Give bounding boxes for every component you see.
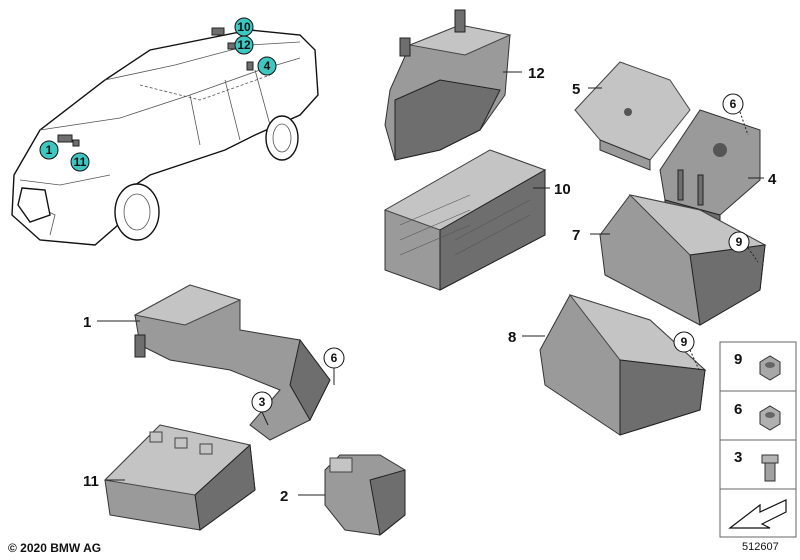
car-callout-11-text: 11 xyxy=(74,155,87,169)
label-7: 7 xyxy=(572,227,580,244)
part-7-holder[interactable] xyxy=(590,194,767,326)
callout-9-upper-text: 9 xyxy=(736,235,743,249)
part-11-module[interactable] xyxy=(103,424,256,531)
car-callout-4-text: 4 xyxy=(264,59,271,73)
car-callout-10-text: 10 xyxy=(237,20,251,34)
label-5: 5 xyxy=(572,81,580,98)
part-5-cover[interactable] xyxy=(574,61,691,171)
car-callout-1: 1 xyxy=(39,140,59,160)
callout-3-mid: 3 xyxy=(251,391,273,426)
copyright-text: © 2020 BMW AG xyxy=(8,541,102,555)
part-12-carrier[interactable] xyxy=(384,9,522,161)
label-2: 2 xyxy=(280,488,288,505)
car-callout-1-text: 1 xyxy=(46,143,53,157)
label-8: 8 xyxy=(508,329,516,346)
car-callout-12: 12 xyxy=(234,35,254,55)
label-11: 11 xyxy=(83,473,99,490)
label-10: 10 xyxy=(554,181,571,198)
label-1: 1 xyxy=(83,314,91,331)
part-2-cap[interactable] xyxy=(298,454,406,536)
callout-9-lower: 9 xyxy=(673,331,701,373)
callout-6-top-text: 6 xyxy=(730,97,737,111)
hardware-label-9: 9 xyxy=(734,351,742,368)
hardware-label-6: 6 xyxy=(734,401,742,418)
label-4: 4 xyxy=(768,171,777,188)
nut-9-icon xyxy=(759,355,781,381)
hardware-box: 9 6 3 xyxy=(719,341,797,538)
label-12: 12 xyxy=(528,65,545,82)
document-id: 512607 xyxy=(742,541,779,553)
hardware-label-3: 3 xyxy=(734,449,742,466)
bolt-3-icon xyxy=(761,454,779,482)
callout-9-upper: 9 xyxy=(728,231,759,263)
part-8-holder[interactable] xyxy=(522,294,707,436)
car-callout-11: 11 xyxy=(70,152,90,172)
part-1-distributor[interactable] xyxy=(97,284,331,441)
callout-6-mid: 6 xyxy=(323,347,345,385)
car-callout-4: 4 xyxy=(257,56,277,76)
nut-6-icon xyxy=(759,405,781,431)
part-10-fusebox[interactable] xyxy=(383,149,550,291)
car-callout-10: 10 xyxy=(234,17,254,37)
callout-6-top: 6 xyxy=(722,93,749,136)
car-illustration xyxy=(11,27,319,246)
car-callout-12-text: 12 xyxy=(237,38,251,52)
callout-3-mid-text: 3 xyxy=(259,395,266,409)
direction-arrow-icon xyxy=(728,499,787,529)
callout-6-mid-text: 6 xyxy=(331,351,338,365)
callout-9-lower-text: 9 xyxy=(681,335,688,349)
